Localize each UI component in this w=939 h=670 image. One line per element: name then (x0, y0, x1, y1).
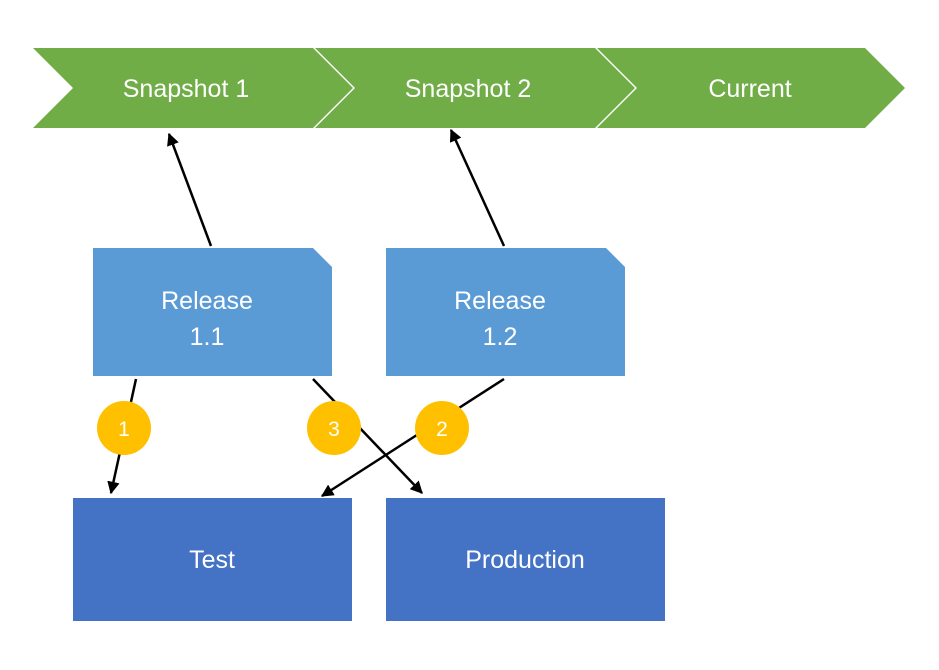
chevron-current-label: Current (708, 75, 791, 103)
production-label: Production (465, 546, 585, 574)
arrow-release-1-2-to-test (320, 377, 505, 498)
chevron-snapshot-2-label: Snapshot 2 (405, 75, 532, 103)
release-1-2-title: Release (454, 287, 546, 315)
release-1-1-title: Release (161, 287, 253, 315)
arrow-release-1-1-to-snapshot-1 (167, 132, 213, 247)
chevron-snapshot-1-label: Snapshot 1 (123, 75, 250, 103)
arrow-release-1-2-to-snapshot-2 (449, 128, 506, 247)
release-1-1-version: 1.1 (190, 323, 225, 351)
step-badge-1: 1 (97, 401, 151, 455)
test-environment-box: Test (73, 498, 352, 621)
chevron-snapshot-1: Snapshot 1 (33, 48, 353, 128)
test-label: Test (189, 546, 235, 574)
chevron-current: Current (597, 48, 905, 128)
production-environment-box: Production (386, 498, 665, 621)
release-1-2-version: 1.2 (483, 323, 518, 351)
release-1-2-box: Release 1.2 (386, 248, 625, 376)
step-badge-3: 3 (307, 401, 361, 455)
step-badge-2-label: 2 (436, 418, 448, 441)
arrow-release-1-1-to-production (312, 378, 423, 494)
step-badge-1-label: 1 (118, 418, 130, 441)
step-badge-2: 2 (415, 401, 469, 455)
release-1-1-box: Release 1.1 (93, 248, 332, 376)
chevron-snapshot-2: Snapshot 2 (315, 48, 635, 128)
step-badge-3-label: 3 (328, 418, 340, 441)
